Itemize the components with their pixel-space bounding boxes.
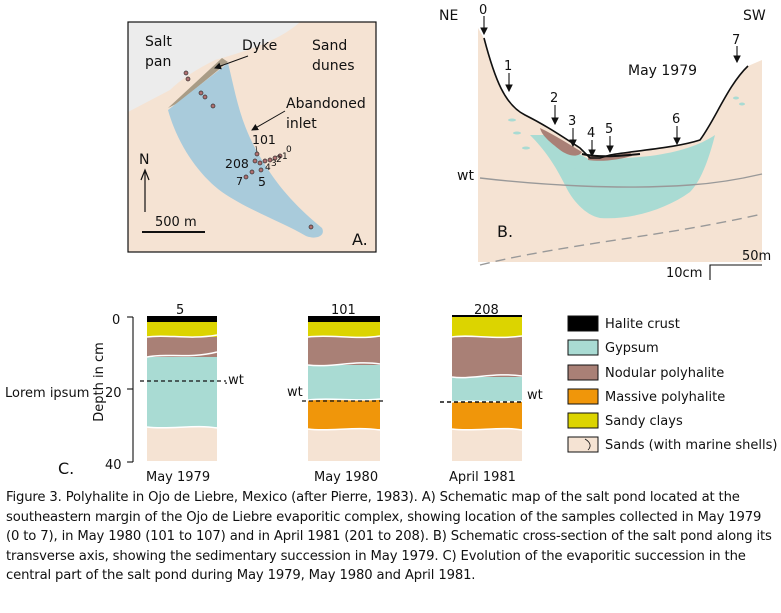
map-scale-label: 500 m (155, 215, 197, 230)
section-base-line (479, 213, 763, 266)
annotation-text: Lorem ipsum (5, 386, 89, 401)
legend: Halite crust Gypsum Nodular polyhalite M… (567, 315, 777, 453)
panel-a-map: Salt pan Dyke Sand dunes Abandoned inlet… (127, 21, 377, 253)
panel-b-label: B. (497, 222, 513, 241)
abandoned-inlet-area (168, 63, 323, 238)
sand-dunes-label-2: dunes (312, 58, 355, 74)
column-5-date: May 1979 (146, 470, 210, 485)
depth-axis-label: Depth in cm (92, 342, 107, 422)
legend-label-sands: Sands (with marine shells) (605, 438, 777, 453)
section-point-0: 0 (479, 3, 487, 18)
sample-label-5: 5 (258, 174, 266, 189)
sample-101-tick (255, 145, 258, 153)
depth-tick-20: 20 (105, 386, 122, 401)
depth-tick-0: 0 (112, 313, 120, 328)
column-208-id: 208 (474, 303, 499, 318)
legend-item-nodular-polyhalite: Nodular polyhalite (567, 364, 724, 381)
north-arrow-icon: N (139, 152, 150, 212)
north-arrow-head (140, 168, 150, 181)
sand-dunes-label-1: Sand (312, 38, 347, 54)
figure-caption: Figure 3. Polyhalite in Ojo de Liebre, M… (6, 490, 772, 584)
sample-label-208: 208 (225, 156, 249, 171)
legend-item-sandy-clays: Sandy clays (567, 412, 683, 429)
legend-item-sands: Sands (with marine shells) (567, 436, 777, 453)
legend-label-massive: Massive polyhalite (605, 390, 725, 405)
column-5-wt: .wt (224, 373, 244, 388)
sw-label: SW (743, 8, 766, 24)
panel-c-columns: Depth in cm 0 20 40 Lorem ipsum C. 5 .wt… (5, 303, 543, 485)
dyke-arrow (214, 55, 249, 70)
column-5: 5 .wt May 1979 (140, 303, 244, 485)
section-polyhalite-1 (540, 128, 582, 156)
sample-label-2: 2 (276, 155, 282, 165)
column-101-wt: wt (287, 385, 303, 400)
sample-label-0: 0 (286, 145, 292, 155)
salt-pan-label-2: pan (145, 54, 171, 70)
section-air (478, 0, 762, 158)
map-frame (127, 21, 377, 253)
section-point-4: 4 (587, 126, 595, 141)
panel-b-cross-section: NE SW May 1979 wt B. 0 1 2 3 4 5 6 7 50m… (439, 0, 771, 281)
section-point-7: 7 (732, 33, 740, 48)
abandoned-inlet-label-2: inlet (286, 116, 317, 132)
column-101-id: 101 (331, 303, 356, 318)
column-208-wt: wt (527, 388, 543, 403)
panel-a-label: A. (352, 230, 368, 249)
salt-pan-area (128, 22, 300, 112)
legend-item-gypsum: Gypsum (567, 339, 659, 356)
salt-pan-label-1: Salt (145, 34, 172, 50)
section-point-arrows (480, 16, 741, 158)
column-208-date: April 1981 (449, 470, 516, 485)
legend-item-massive-polyhalite: Massive polyhalite (567, 388, 725, 405)
sample-label-1: 1 (282, 152, 288, 162)
legend-label-gypsum: Gypsum (605, 341, 659, 356)
section-point-1: 1 (504, 59, 512, 74)
abandoned-inlet-label-1: Abandoned (286, 96, 366, 112)
section-point-2: 2 (550, 91, 558, 106)
sample-label-4: 4 (265, 163, 271, 173)
column-208: 208 wt April 1981 (440, 303, 543, 485)
depth-tick-40: 40 (105, 458, 122, 473)
panel-c-label: C. (58, 459, 74, 478)
figure-canvas: Salt pan Dyke Sand dunes Abandoned inlet… (5, 0, 778, 485)
column-5-id: 5 (176, 303, 184, 318)
dyke-label: Dyke (242, 38, 277, 54)
sample-points (183, 70, 314, 230)
column-101: 101 wt May 1980 (287, 303, 386, 485)
dyke-shape (168, 58, 228, 108)
section-point-3: 3 (568, 114, 576, 129)
section-date: May 1979 (628, 63, 697, 79)
section-scale-v: 10cm (666, 266, 702, 281)
sample-label-7: 7 (236, 175, 243, 188)
ne-label: NE (439, 8, 458, 24)
section-gypsum-specks (508, 96, 745, 177)
legend-item-halite: Halite crust (567, 315, 680, 332)
section-water-table (479, 173, 763, 188)
legend-label-sandy-clays: Sandy clays (605, 414, 683, 429)
inlet-arrow (251, 110, 286, 131)
sample-label-3: 3 (271, 159, 277, 169)
section-wt-label: wt (457, 168, 474, 184)
section-scale-h: 50m (742, 249, 771, 264)
section-gypsum (530, 135, 715, 219)
column-101-date: May 1980 (314, 470, 378, 485)
section-surface-line (483, 37, 749, 159)
section-scale-bars (709, 264, 762, 280)
legend-label-nodular: Nodular polyhalite (605, 366, 724, 381)
legend-label-halite: Halite crust (605, 317, 680, 332)
section-point-6: 6 (672, 112, 680, 127)
sample-label-101: 101 (252, 132, 276, 147)
section-point-5: 5 (605, 122, 613, 137)
north-label: N (139, 152, 149, 168)
